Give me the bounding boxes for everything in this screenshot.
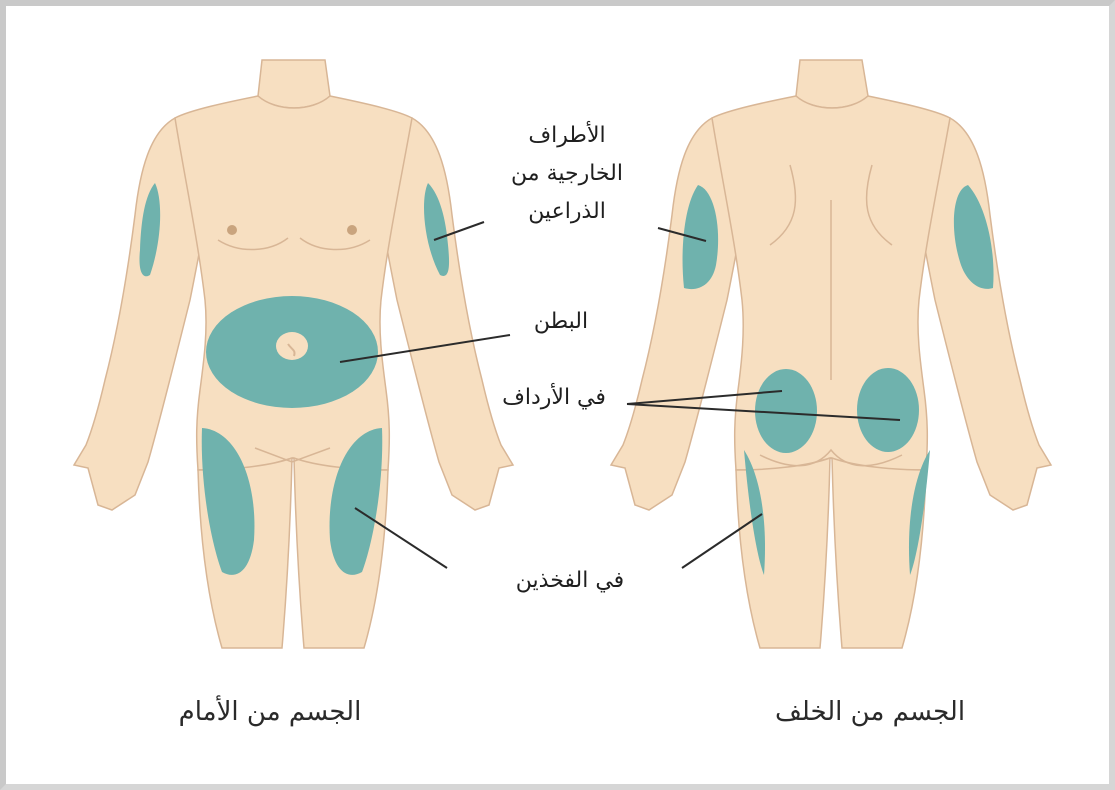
caption-back-body: الجسم من الخلف (730, 697, 1010, 727)
label-thighs: في الفخذين (495, 562, 645, 600)
label-buttocks: في الأرداف (478, 379, 630, 417)
label-outer-arms: الأطراف الخارجية من الذراعين (492, 117, 642, 231)
label-abdomen: البطن (506, 303, 616, 341)
caption-front-body: الجسم من الأمام (130, 697, 410, 727)
back-body (611, 60, 1051, 648)
front-body (74, 60, 513, 648)
